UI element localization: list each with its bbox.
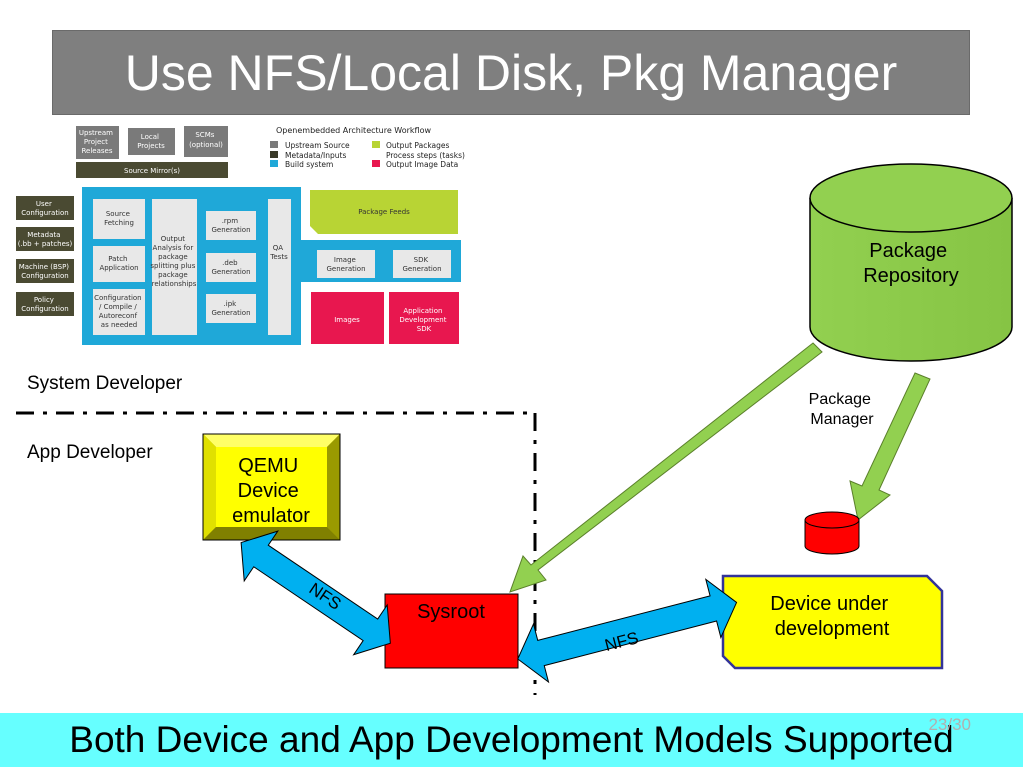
- package-repository: Package Repository: [809, 163, 1013, 362]
- sysroot-label: Sysroot: [417, 601, 485, 623]
- upstream-releases-label: Upstream Project Releases: [79, 129, 115, 155]
- legend-swatch-metadata: [270, 151, 278, 158]
- package-feeds-label: Package Feeds: [358, 208, 410, 216]
- legend-swatch-output-pkgs: [372, 141, 380, 148]
- application-sdk-label: Application Development SDK: [399, 307, 448, 333]
- policy-config-box: [16, 292, 74, 316]
- device-label: Device under development: [770, 593, 893, 640]
- machine-config-box: [16, 259, 74, 283]
- legend-metadata: Metadata/Inputs: [285, 151, 346, 160]
- legend-process-steps: Process steps (tasks): [386, 151, 465, 160]
- system-developer-label: System Developer: [27, 373, 183, 394]
- image-generation-box: [317, 250, 375, 278]
- patch-application-box: [93, 246, 145, 282]
- output-analysis-label: Output Analysis for package splitting pl…: [150, 235, 197, 288]
- package-manager-label: Package Manager: [809, 391, 876, 428]
- repo-to-device-arrow: [849, 372, 931, 521]
- ipk-generation-label: .ipk Generation: [211, 300, 250, 317]
- device-local-disk: [804, 511, 860, 555]
- rpm-generation-label: .rpm Generation: [211, 217, 250, 234]
- nfs-arrow-sysroot-device: NFS: [517, 578, 738, 684]
- legend-swatch-build: [270, 160, 278, 167]
- patch-application-label: Patch Application: [99, 255, 138, 272]
- ipk-generation-box: [206, 294, 256, 323]
- source-fetching-label: Source Fetching: [104, 210, 134, 227]
- configure-compile-label: Configuration / Compile / Autoreconf as …: [94, 294, 144, 329]
- repo-to-sysroot-arrow: [509, 342, 823, 593]
- footer-banner: Both Device and App Development Models S…: [0, 713, 1023, 767]
- metadata-label: Metadata (.bb + patches): [18, 231, 73, 248]
- deb-generation-label: .deb Generation: [211, 259, 250, 276]
- metadata-box: [16, 227, 74, 251]
- source-mirrors-label: Source Mirror(s): [124, 167, 180, 175]
- local-projects-label: Local Projects: [137, 133, 165, 150]
- source-mirrors-box: [76, 162, 228, 178]
- legend-build: Build system: [285, 160, 333, 169]
- images-box: [311, 292, 384, 344]
- sdk-generation-label: SDK Generation: [402, 256, 441, 273]
- configure-compile-box: [93, 289, 145, 335]
- oe-workflow-figure: Openembedded Architecture Workflow Upstr…: [16, 126, 465, 345]
- source-fetching-box: [93, 199, 145, 239]
- page-title: Use NFS/Local Disk, Pkg Manager: [124, 44, 898, 101]
- sysroot-box: [384, 593, 519, 669]
- app-developer-label: App Developer: [27, 442, 153, 463]
- scms-label: SCMs (optional): [189, 131, 223, 149]
- images-label: Images: [334, 316, 360, 324]
- qemu-box: QEMU Device emulator: [202, 433, 341, 541]
- rpm-generation-box: [206, 211, 256, 240]
- image-generation-label: Image Generation: [326, 256, 365, 273]
- slide-number: 23/30: [928, 715, 971, 734]
- user-config-box: [16, 196, 74, 220]
- scms-box: [184, 126, 228, 157]
- user-config-label: User Configuration: [21, 200, 68, 217]
- qemu-label: QEMU Device emulator: [232, 455, 310, 527]
- legend-output-packages: Output Packages: [386, 141, 450, 150]
- title-bar: Use NFS/Local Disk, Pkg Manager: [52, 30, 970, 115]
- legend-upstream: Upstream Source: [285, 141, 350, 150]
- legend-swatch-upstream: [270, 141, 278, 148]
- package-feeds-box: [310, 190, 458, 234]
- output-analysis-box: [152, 199, 197, 335]
- machine-config-label: Machine (BSP) Configuration: [19, 263, 72, 280]
- deb-generation-box: [206, 253, 256, 282]
- local-projects-box: [128, 128, 175, 155]
- policy-config-label: Policy Configuration: [21, 296, 68, 313]
- nfs-arrow-qemu-sysroot: NFS: [240, 530, 391, 656]
- legend-swatch-image: [372, 160, 380, 167]
- device-box: [721, 574, 944, 670]
- qa-tests-label: QA Tests: [269, 244, 288, 261]
- oe-heading: Openembedded Architecture Workflow: [276, 126, 431, 135]
- legend-output-image: Output Image Data: [386, 160, 458, 169]
- upstream-releases-box: [76, 126, 119, 159]
- qa-tests-box: [268, 199, 291, 335]
- package-repository-label: Package Repository: [863, 240, 959, 287]
- sdk-generation-box: [393, 250, 451, 278]
- footer-text: Both Device and App Development Models S…: [69, 719, 954, 760]
- application-sdk-box: [389, 292, 459, 344]
